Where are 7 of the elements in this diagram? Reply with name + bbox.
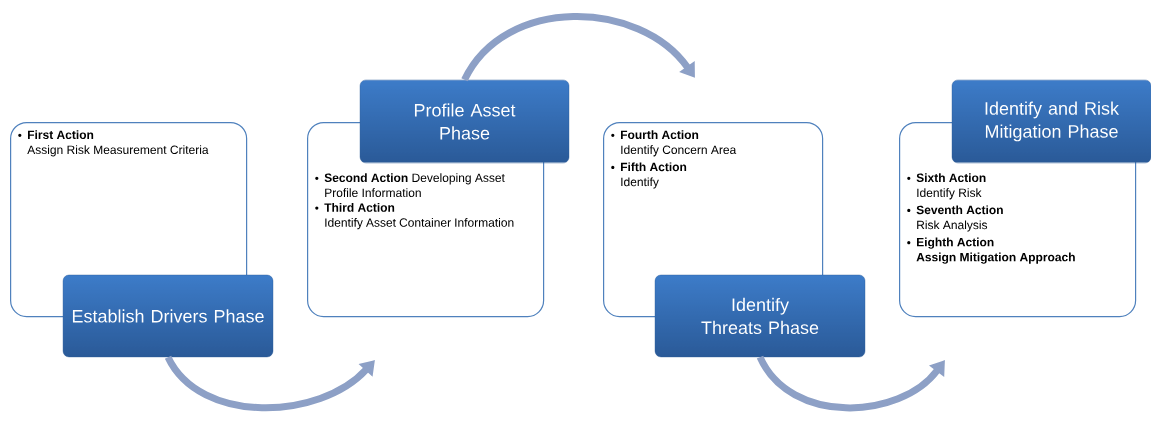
curved-arrow (165, 355, 375, 412)
curved-arrow (757, 355, 945, 412)
phase-box: Identify Threats Phase (654, 274, 866, 358)
phase-box: Profile Asset Phase (359, 79, 570, 164)
phase-box: Establish Drivers Phase (62, 274, 274, 358)
curved-arrow (461, 13, 695, 82)
phase-box: Identify and Risk Mitigation Phase (951, 79, 1151, 164)
